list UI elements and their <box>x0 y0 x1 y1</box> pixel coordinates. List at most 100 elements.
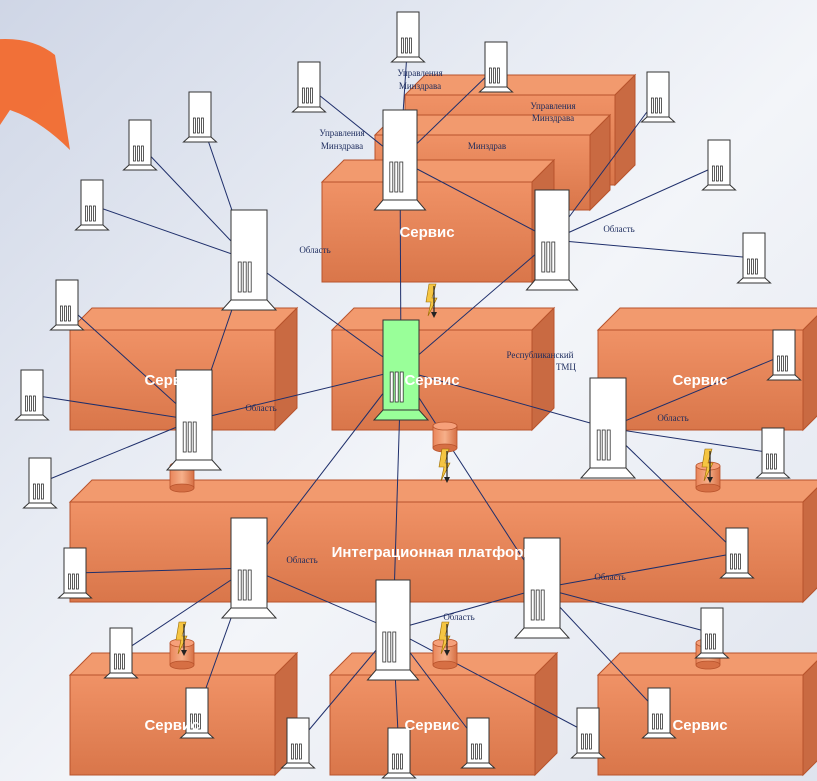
connection-line <box>74 567 250 574</box>
box-service-top <box>320 158 556 284</box>
label-upravleniya-2b: Минздрава <box>532 113 574 123</box>
connection-line <box>248 369 402 569</box>
connection-line <box>399 159 553 241</box>
label-oblast-7: Область <box>443 612 474 622</box>
servers-layer <box>14 11 802 779</box>
server-tower-icon[interactable] <box>373 109 427 211</box>
server-tower-icon[interactable] <box>719 527 755 579</box>
connection-line <box>91 204 250 261</box>
box-service-right <box>596 307 817 432</box>
server-tower-icon[interactable] <box>103 627 139 679</box>
server-tower-icon[interactable] <box>366 579 420 681</box>
connection-line <box>392 587 543 631</box>
connection-line <box>400 369 609 429</box>
server-tower-icon[interactable] <box>220 209 278 311</box>
lightning-bolt-icon <box>425 283 438 318</box>
connection-line <box>248 567 394 631</box>
connection-line <box>551 239 755 259</box>
lightning-bolt-icon <box>701 448 714 483</box>
box-service-left-label: Сервис <box>144 372 199 389</box>
box-service-center <box>330 306 556 432</box>
connection-line <box>66 304 195 421</box>
connection-line <box>607 354 785 429</box>
label-tmc-b: ТМЦ <box>556 362 576 372</box>
box-service-left <box>68 306 299 432</box>
connection-line <box>31 394 195 421</box>
connection-line <box>541 552 738 589</box>
connection-line <box>551 164 720 241</box>
label-upravleniya-1b: Минздрава <box>399 81 441 91</box>
server-tower-icon[interactable] <box>57 547 93 599</box>
server-tower-icon[interactable] <box>291 61 327 113</box>
connection-line <box>607 427 738 554</box>
server-tower-icon[interactable] <box>525 189 579 291</box>
box-service-bottom-left-label: Сервис <box>144 717 199 734</box>
label-oblast-3: Область <box>245 403 276 413</box>
server-tower-icon[interactable] <box>736 232 772 284</box>
server-tower-icon[interactable] <box>220 517 278 619</box>
box-service-bottom-center-label: Сервис <box>404 717 459 734</box>
box-service-bottom-center <box>328 651 559 777</box>
label-upravleniya-1a: Управления <box>397 68 442 78</box>
label-upravleniya-3a: Управления <box>319 128 364 138</box>
connection-line <box>39 419 195 484</box>
server-tower-icon[interactable] <box>755 427 791 479</box>
label-upravleniya-3b: Минздрава <box>321 141 363 151</box>
connection-line <box>120 567 250 654</box>
server-tower-icon[interactable] <box>122 119 158 171</box>
server-tower-icon[interactable] <box>766 329 802 381</box>
connection-line <box>248 259 402 371</box>
server-tower-icon[interactable] <box>22 457 58 509</box>
connection-line <box>607 427 774 454</box>
connection-line <box>392 629 589 734</box>
box-integration-platform <box>68 479 817 604</box>
server-tower-icon[interactable] <box>460 717 496 769</box>
server-tower-icon[interactable] <box>641 687 677 739</box>
server-tower-icon[interactable] <box>390 11 426 63</box>
label-upravleniya-2a: Управления <box>530 101 575 111</box>
box-service-bottom-right-label: Сервис <box>672 717 727 734</box>
label-oblast-1: Область <box>299 245 330 255</box>
server-tower-icon[interactable] <box>165 369 223 471</box>
server-tower-icon[interactable] <box>579 377 637 479</box>
server-tower-icon[interactable] <box>381 727 417 779</box>
box-service-center-label: Сервис <box>404 372 459 389</box>
connection-line <box>551 96 659 241</box>
connection-line <box>400 369 543 589</box>
curved-arrow-icon <box>0 39 70 150</box>
box-service-bottom-left <box>68 651 299 777</box>
database-cylinder-icon <box>432 421 458 453</box>
server-tower-icon[interactable] <box>570 707 606 759</box>
server-tower-icon[interactable] <box>182 91 218 143</box>
connection-line <box>541 587 713 634</box>
box-service-right-label: Сервис <box>672 372 727 389</box>
lightning-bolt-icon <box>438 621 451 656</box>
label-minzdrav: Минздрав <box>468 141 506 151</box>
server-tower-icon[interactable] <box>478 41 514 93</box>
label-oblast-2: Область <box>603 224 634 234</box>
server-tower-icon[interactable] <box>14 369 50 421</box>
server-tower-icon[interactable] <box>49 279 85 331</box>
box-service-bottom-right <box>596 652 817 777</box>
server-tower-icon[interactable] <box>701 139 737 191</box>
server-tower-icon[interactable] <box>74 179 110 231</box>
server-tower-icon[interactable] <box>280 717 316 769</box>
box-integration-platform-label: Интеграционная платформа <box>332 544 544 561</box>
lightning-bolt-icon <box>438 448 451 483</box>
label-oblast-4: Область <box>657 413 688 423</box>
label-oblast-5: Область <box>286 555 317 565</box>
connection-line <box>193 369 402 421</box>
server-tower-icon[interactable] <box>372 319 430 421</box>
lightning-bolt-icon <box>175 621 188 656</box>
server-tower-icon[interactable] <box>513 537 571 639</box>
server-tower-icon[interactable] <box>179 687 215 739</box>
label-oblast-6: Область <box>594 572 625 582</box>
diagram-labels: Управления Минздрава Управления Минздрав… <box>245 68 688 622</box>
server-tower-icon[interactable] <box>694 607 730 659</box>
connection-line <box>541 587 660 714</box>
server-tower-icon[interactable] <box>640 71 676 123</box>
label-tmc-a: Республиканский <box>506 350 573 360</box>
box-service-top-label: Сервис <box>399 224 454 241</box>
